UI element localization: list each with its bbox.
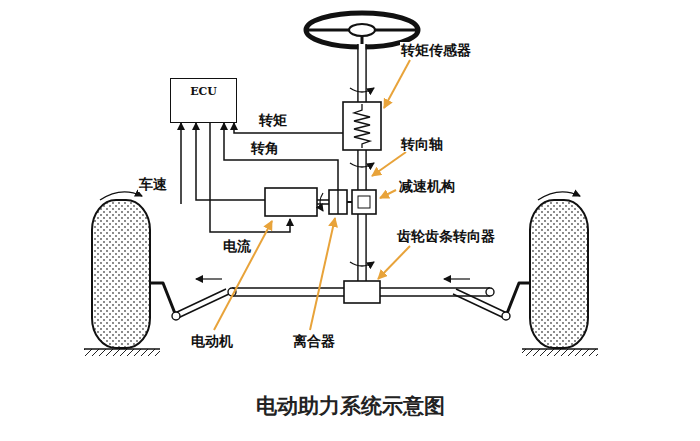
part-label: 电动机 — [190, 333, 234, 349]
box-text: ECU — [171, 79, 236, 98]
part-label: 转矩传感器 — [400, 42, 472, 58]
part-label: 减速机构 — [398, 178, 456, 194]
part-label: 齿轮齿条转向器 — [396, 228, 496, 244]
ecu-box: ECU — [170, 78, 237, 123]
part-label: 电流 — [222, 238, 252, 254]
part-label: 转矩 — [258, 112, 288, 128]
part-label: 车速 — [138, 176, 168, 192]
part-label: 转向轴 — [400, 136, 444, 152]
part-label: 离合器 — [292, 333, 336, 349]
part-label: 转角 — [250, 140, 280, 156]
diagram-title: 电动助力系统示意图 — [0, 392, 700, 420]
